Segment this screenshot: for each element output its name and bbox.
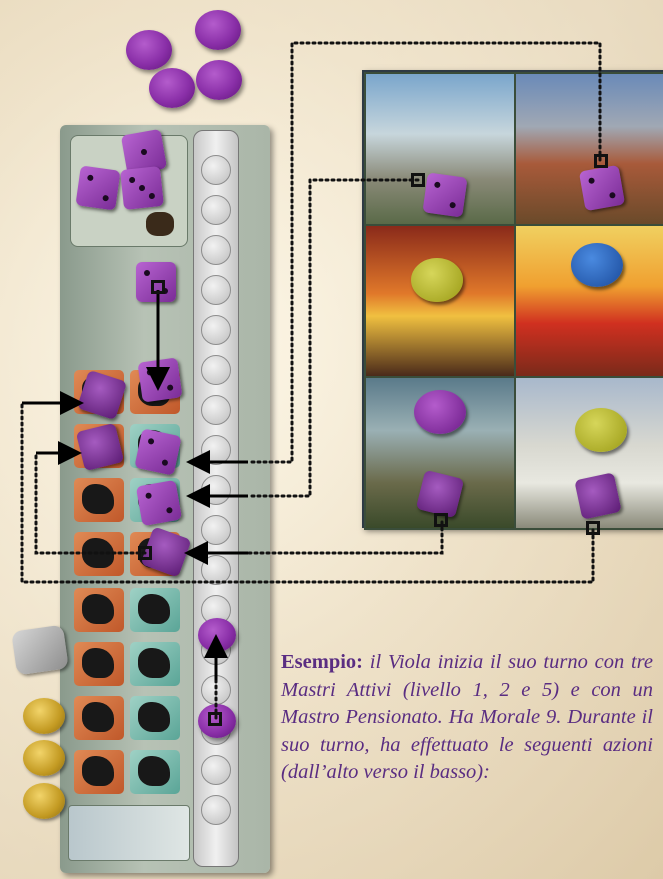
- master-figure-icon: [82, 756, 114, 786]
- purple-disk: [196, 60, 242, 100]
- resource-strip: [68, 805, 190, 861]
- lime-token: [411, 258, 463, 302]
- morale-track-slot: [201, 555, 231, 585]
- master-figure-icon: [82, 594, 114, 624]
- master-cell: [130, 588, 180, 632]
- master-figure-icon: [138, 702, 170, 732]
- master-figure-icon: [138, 756, 170, 786]
- morale-track-slot: [201, 755, 231, 785]
- master-figure-icon: [82, 648, 114, 678]
- master-cell: [74, 478, 124, 522]
- quill-icon: [146, 212, 174, 236]
- purple-die-rolled: [574, 472, 621, 519]
- master-cell: [130, 696, 180, 740]
- master-figure-icon: [82, 702, 114, 732]
- gold-coin: [23, 783, 65, 819]
- purple-die: [579, 165, 625, 211]
- master-figure-icon: [82, 484, 114, 514]
- location-cards: [362, 70, 663, 528]
- square-marker: [138, 546, 152, 560]
- morale-track-slot: [201, 675, 231, 705]
- master-cell: [74, 588, 124, 632]
- master-cell: [130, 642, 180, 686]
- master-cell: [130, 750, 180, 794]
- square-marker: [586, 521, 600, 535]
- morale-track-slot: [201, 275, 231, 305]
- square-marker: [208, 712, 222, 726]
- purple-die: [137, 357, 182, 402]
- example-caption: Esempio: il Viola inizia il suo turno co…: [281, 649, 653, 787]
- purple-disk: [149, 68, 195, 108]
- morale-track-slot: [201, 795, 231, 825]
- purple-die: [422, 172, 467, 217]
- purple-die: [75, 165, 120, 210]
- master-cell: [74, 532, 124, 576]
- purple-die: [134, 428, 181, 475]
- morale-track-slot: [201, 515, 231, 545]
- gold-coin: [23, 740, 65, 776]
- square-marker: [594, 154, 608, 168]
- morale-track-slot: [201, 475, 231, 505]
- morale-track-slot: [201, 235, 231, 265]
- master-cell: [74, 642, 124, 686]
- master-figure-icon: [82, 538, 114, 568]
- morale-track-slot: [201, 435, 231, 465]
- purple-die: [136, 480, 182, 526]
- purple-disk: [195, 10, 241, 50]
- gold-coin: [23, 698, 65, 734]
- morale-track-slot: [201, 315, 231, 345]
- morale-track-slot: [201, 355, 231, 385]
- morale-track-slot: [201, 395, 231, 425]
- square-marker: [411, 173, 425, 187]
- square-marker: [151, 280, 165, 294]
- purple-disk: [126, 30, 172, 70]
- purple-die: [120, 166, 164, 210]
- morale-track-slot: [201, 155, 231, 185]
- morale-disk: [198, 618, 236, 652]
- morale-track-slot: [201, 195, 231, 225]
- master-figure-icon: [138, 648, 170, 678]
- caption-label: Esempio:: [281, 651, 363, 673]
- master-figure-icon: [138, 594, 170, 624]
- lime-token: [575, 408, 627, 452]
- stone-block: [11, 625, 69, 676]
- blue-token: [571, 243, 623, 287]
- master-cell: [74, 750, 124, 794]
- square-marker: [434, 513, 448, 527]
- purple-token: [414, 390, 466, 434]
- master-cell: [74, 696, 124, 740]
